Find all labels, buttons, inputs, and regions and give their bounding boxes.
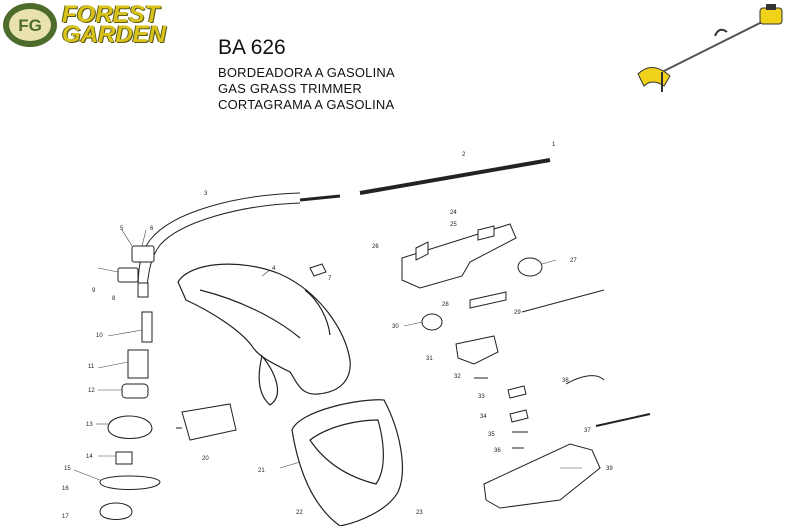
callout-32: 32 <box>454 374 461 380</box>
head-assembly <box>99 245 327 520</box>
callout-35: 35 <box>488 432 495 438</box>
brand-badge-icon: FG <box>3 3 57 47</box>
callout-7: 7 <box>328 276 332 282</box>
callout-6: 6 <box>150 226 154 232</box>
callout-5: 5 <box>120 226 124 232</box>
callout-39: 39 <box>606 466 613 472</box>
drive-shaft <box>299 158 551 202</box>
callout-4: 4 <box>272 266 276 272</box>
curved-tube <box>137 192 301 298</box>
callout-37: 37 <box>584 428 591 434</box>
brand-logo: FG FOREST GARDEN <box>2 2 207 48</box>
callout-2: 2 <box>462 152 466 158</box>
callout-17: 17 <box>62 514 69 520</box>
callout-31: 31 <box>426 356 433 362</box>
brand-line2: GARDEN <box>62 21 167 48</box>
callout-24: 24 <box>450 210 457 216</box>
blade-bracket <box>176 403 237 441</box>
callout-9: 9 <box>92 288 96 294</box>
callout-10: 10 <box>96 333 103 339</box>
callout-29: 29 <box>514 310 521 316</box>
product-name-es: BORDEADORA A GASOLINA <box>218 65 395 80</box>
brand-line1: FOREST <box>62 1 160 28</box>
callout-28: 28 <box>442 302 449 308</box>
product-name-en: GAS GRASS TRIMMER <box>218 81 363 96</box>
lower-guard <box>291 399 404 526</box>
callout-34: 34 <box>480 414 487 420</box>
callout-16: 16 <box>62 486 69 492</box>
product-name-es2: CORTAGRAMA A GASOLINA <box>218 97 395 112</box>
callout-23: 23 <box>416 510 423 516</box>
trimmer-thumbnail-icon <box>637 4 783 92</box>
callout-30: 30 <box>392 324 399 330</box>
callout-14: 14 <box>86 454 93 460</box>
callout-33: 33 <box>478 394 485 400</box>
callout-numbers: 1 2 3 4 5 6 7 8 9 10 11 12 13 14 15 16 1… <box>62 142 613 520</box>
callout-22: 22 <box>296 510 303 516</box>
callout-13: 13 <box>86 422 93 428</box>
brand-badge-text: FG <box>18 16 42 35</box>
callout-36: 36 <box>494 448 501 454</box>
callout-26: 26 <box>372 244 379 250</box>
callout-27: 27 <box>570 258 577 264</box>
callout-11: 11 <box>88 364 95 370</box>
model-title: BA 626 <box>218 36 286 59</box>
callout-15: 15 <box>64 466 71 472</box>
callout-38: 38 <box>562 378 569 384</box>
callout-8: 8 <box>112 296 116 302</box>
callout-3: 3 <box>204 191 208 197</box>
callout-20: 20 <box>202 456 209 462</box>
handle-assembly <box>401 223 651 509</box>
leader-lines <box>73 229 582 481</box>
callout-21: 21 <box>258 468 265 474</box>
grass-guard <box>177 263 351 406</box>
callout-25: 25 <box>450 222 457 228</box>
callout-12: 12 <box>88 388 95 394</box>
callout-1: 1 <box>552 142 556 148</box>
